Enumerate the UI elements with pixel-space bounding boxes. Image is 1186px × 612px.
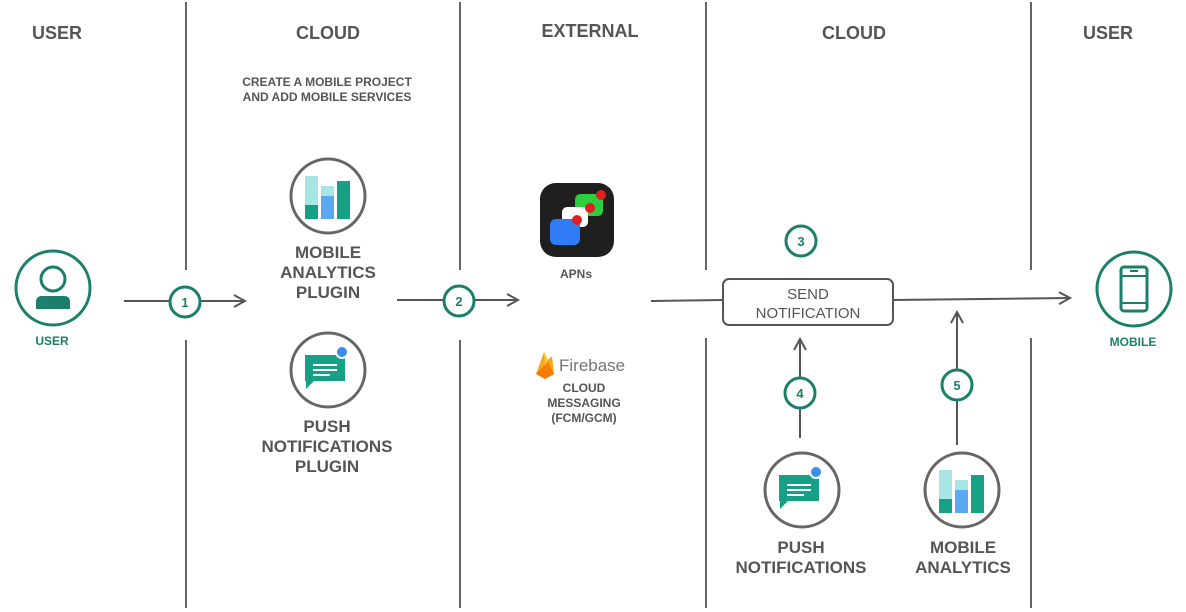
mobile-phone-icon xyxy=(1095,250,1173,328)
svg-text:3: 3 xyxy=(797,234,804,249)
firebase-label: Firebase xyxy=(559,356,625,375)
fcm-label-1: CLOUD xyxy=(563,381,606,395)
send-notification-line1: SEND xyxy=(787,286,829,303)
line-external-to-send xyxy=(650,299,724,302)
step-5-badge: 5 xyxy=(940,368,974,402)
create-project-caption-line2: AND ADD MOBILE SERVICES xyxy=(243,90,412,104)
push-notifications-chat-icon xyxy=(763,451,841,529)
column-header-cloud-right: CLOUD xyxy=(822,23,886,43)
step-4-badge: 4 xyxy=(783,376,817,410)
arrow-send-to-mobile xyxy=(892,298,1070,300)
send-notification-line2: NOTIFICATION xyxy=(756,305,861,322)
push-plugin-chat-icon xyxy=(289,331,367,409)
step-2-badge: 2 xyxy=(442,284,476,318)
user-icon xyxy=(14,249,92,327)
fcm-label-2: MESSAGING xyxy=(547,396,620,410)
column-header-user-left: USER xyxy=(32,23,82,43)
push-plugin-label-3: PLUGIN xyxy=(295,457,359,476)
column-header-external: EXTERNAL xyxy=(541,21,638,41)
column-header-cloud-left: CLOUD xyxy=(296,23,360,43)
column-header-user-right: USER xyxy=(1083,23,1133,43)
analytics-plugin-label-2: ANALYTICS xyxy=(280,263,376,282)
user-label: USER xyxy=(35,334,69,348)
apns-icon xyxy=(540,183,614,257)
step-1-badge: 1 xyxy=(168,285,202,319)
analytics-plugin-label-3: PLUGIN xyxy=(296,283,360,302)
apns-label: APNs xyxy=(560,267,592,281)
firebase-flame-icon xyxy=(536,352,554,379)
fcm-label-3: (FCM/GCM) xyxy=(551,411,616,425)
push-notifications-label-1: PUSH xyxy=(777,538,824,557)
svg-text:4: 4 xyxy=(796,386,804,401)
push-notifications-label-2: NOTIFICATIONS xyxy=(736,558,867,577)
svg-text:1: 1 xyxy=(181,295,188,310)
push-plugin-label-1: PUSH xyxy=(303,417,350,436)
mobile-analytics-label-2: ANALYTICS xyxy=(915,558,1011,577)
step-3-badge: 3 xyxy=(784,224,818,258)
analytics-plugin-icon xyxy=(289,157,367,235)
column-dividers xyxy=(185,2,1032,608)
mobile-analytics-icon xyxy=(923,451,1001,529)
svg-text:5: 5 xyxy=(953,378,960,393)
mobile-analytics-label-1: MOBILE xyxy=(930,538,996,557)
svg-text:2: 2 xyxy=(455,294,462,309)
mobile-label: MOBILE xyxy=(1110,335,1157,349)
analytics-plugin-label-1: MOBILE xyxy=(295,243,361,262)
create-project-caption-line1: CREATE A MOBILE PROJECT xyxy=(242,75,412,89)
send-notification-box: SEND NOTIFICATION xyxy=(722,278,894,326)
push-plugin-label-2: NOTIFICATIONS xyxy=(262,437,393,456)
